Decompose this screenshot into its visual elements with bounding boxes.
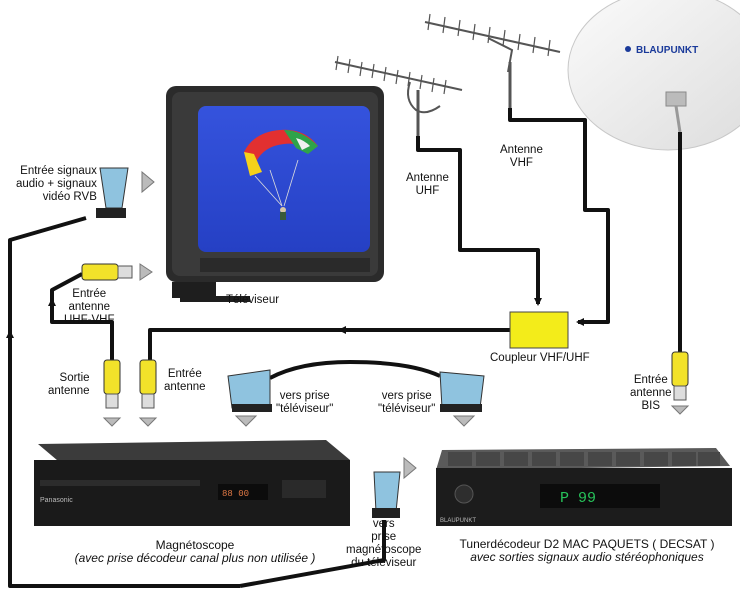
tuner-brand: BLAUPUNKT — [440, 518, 476, 524]
vcr-brand: Panasonic — [40, 497, 73, 504]
coax-entree-bis-icon — [670, 351, 690, 415]
label-vers-prise-tv-1: vers prise "téléviseur" — [276, 390, 334, 415]
tuner-display: P 99 — [560, 490, 596, 507]
label-magnetoscope: Magnétoscope (avec prise décodeur canal … — [74, 538, 316, 565]
svg-text:88 00: 88 00 — [222, 489, 249, 499]
uhf-antenna-icon — [334, 55, 463, 136]
label-televiseur: Téléviseur — [226, 294, 280, 306]
label-entree-antenne: Entrée antenne — [164, 368, 206, 393]
label-antenne-uhf: Antenne UHF — [406, 172, 449, 197]
tuner-decoder-device: P 99 BLAUPUNKT — [436, 448, 732, 526]
label-entree-antenne-bis: Entrée antenne BIS — [630, 374, 672, 412]
label-sortie-antenne: Sortie antenne — [48, 372, 90, 397]
label-coupleur: Coupleur VHF/UHF — [490, 352, 590, 364]
label-antenne-vhf: Antenne VHF — [500, 144, 543, 169]
coax-uhf-vhf-in-icon — [81, 263, 153, 281]
label-vers-prise-tv-2: vers prise "téléviseur" — [378, 390, 436, 415]
scart-vers-televiseur-1-icon — [227, 369, 272, 427]
label-entree-rvb: Entrée signaux audio + signaux vidéo RVB — [16, 165, 97, 203]
label-tuner: Tunerdécodeur D2 MAC PAQUETS ( DECSAT ) … — [459, 537, 715, 564]
dish-brand: BLAUPUNKT — [636, 45, 698, 56]
parachute-icon — [244, 129, 318, 220]
vhf-antenna-icon — [424, 13, 561, 108]
label-vers-prise-magneto: vers prise magnétoscope du téléviseur — [346, 518, 422, 569]
satellite-dish-icon: BLAUPUNKT — [567, 0, 740, 151]
scart-magnetoscope-icon — [372, 456, 417, 518]
coax-sortie-antenne-icon — [102, 359, 122, 427]
television — [166, 86, 384, 302]
vcr-device: 88 00 Panasonic — [34, 440, 350, 526]
coupler-box — [509, 311, 569, 349]
label-entree-uhf-vhf: Entrée antenne UHF-VHF — [64, 288, 115, 326]
cables — [6, 108, 682, 588]
scart-rvb-icon — [96, 167, 155, 218]
scart-vers-televiseur-2-icon — [439, 371, 485, 427]
coax-entree-antenne-icon — [138, 359, 158, 427]
